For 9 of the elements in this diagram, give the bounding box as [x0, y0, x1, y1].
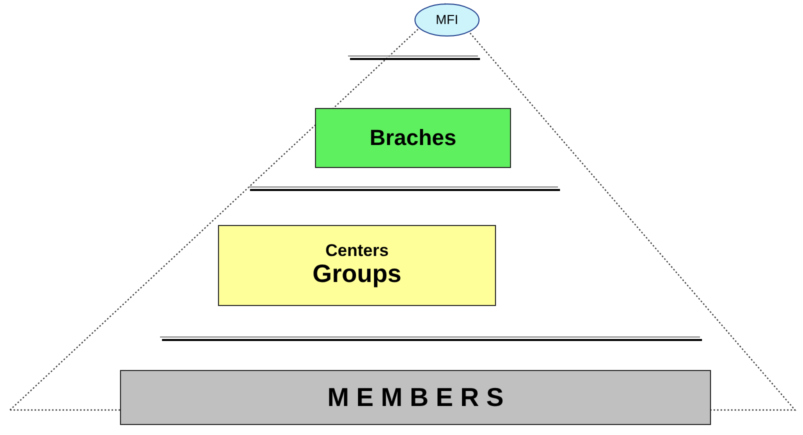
process-box	[218, 225, 496, 306]
level-label: Groups	[312, 261, 402, 289]
process-box	[315, 108, 511, 168]
node-label: MFI	[436, 12, 458, 28]
level-label: Centers	[325, 242, 389, 262]
process-box	[120, 370, 711, 425]
level-label: M E M B E R S	[327, 383, 504, 412]
ellipse-node	[414, 3, 480, 37]
level-label: Braches	[370, 126, 456, 150]
